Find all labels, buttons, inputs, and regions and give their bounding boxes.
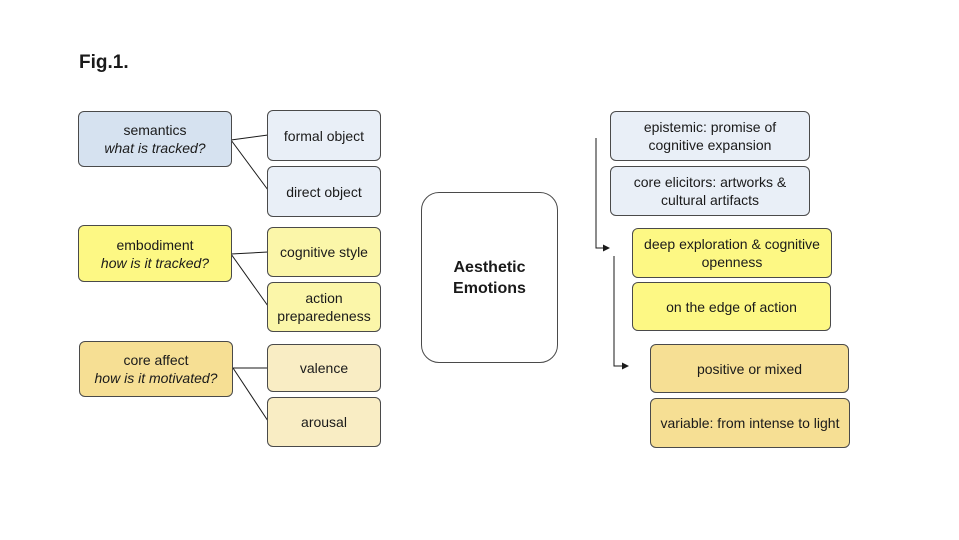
variable-intensity-box: variable: from intense to light [650,398,850,448]
aesthetic-emotions-line1: Aesthetic [453,258,526,276]
direct-object-box: direct object [267,166,381,217]
action-preparedeness-box: action preparedeness [267,282,381,332]
arrow-edge-to-positive [613,256,629,370]
edge-of-action-box: on the edge of action [632,282,831,331]
cognitive-style-label: cognitive style [280,244,368,260]
epistemic-box: epistemic: promise of cognitive expansio… [610,111,810,161]
arousal-box: arousal [267,397,381,447]
connector-affect-arousal [232,367,269,422]
action-preparedeness-label: action preparedeness [277,290,371,324]
arousal-label: arousal [301,414,347,430]
connector-semantics-formal [230,134,269,141]
positive-or-mixed-label: positive or mixed [696,360,803,377]
deep-exploration-box: deep exploration & cognitive openness [632,228,832,278]
formal-object-label: formal object [283,127,365,144]
aesthetic-emotions-line2: Emotions [453,279,526,297]
formal-object-box: formal object [267,110,381,161]
core-elicitors-label: core elicitors: artworks & cultural arti… [633,174,787,208]
connector-semantics-direct [230,139,269,191]
valence-label: valence [299,360,349,376]
positive-or-mixed-box: positive or mixed [650,344,849,393]
arrow-epistemic-to-exploration [595,138,610,252]
epistemic-label: epistemic: promise of cognitive expansio… [643,119,777,153]
connector-embodiment-action [230,253,269,307]
figure-title: Fig.1. [79,52,129,73]
connector-embodiment-style [230,251,269,255]
deep-exploration-label: deep exploration & cognitive openness [644,236,820,270]
embodiment-label: embodiment [116,236,194,253]
variable-intensity-label: variable: from intense to light [660,415,840,431]
core-affect-question: how is it motivated? [94,370,218,386]
direct-object-label: direct object [286,183,362,200]
core-affect-label: core affect [123,352,189,368]
semantics-box: semantics what is tracked? [78,111,232,167]
core-affect-box: core affect how is it motivated? [79,341,233,397]
embodiment-question: how is it tracked? [100,254,210,271]
core-elicitors-box: core elicitors: artworks & cultural arti… [610,166,810,216]
edge-of-action-label: on the edge of action [666,298,797,315]
valence-box: valence [267,344,381,392]
embodiment-box: embodiment how is it tracked? [78,225,232,282]
semantics-question: what is tracked? [104,140,206,156]
aesthetic-emotions-box: Aesthetic Emotions [421,192,558,363]
cognitive-style-box: cognitive style [267,227,381,277]
semantics-label: semantics [123,122,187,138]
